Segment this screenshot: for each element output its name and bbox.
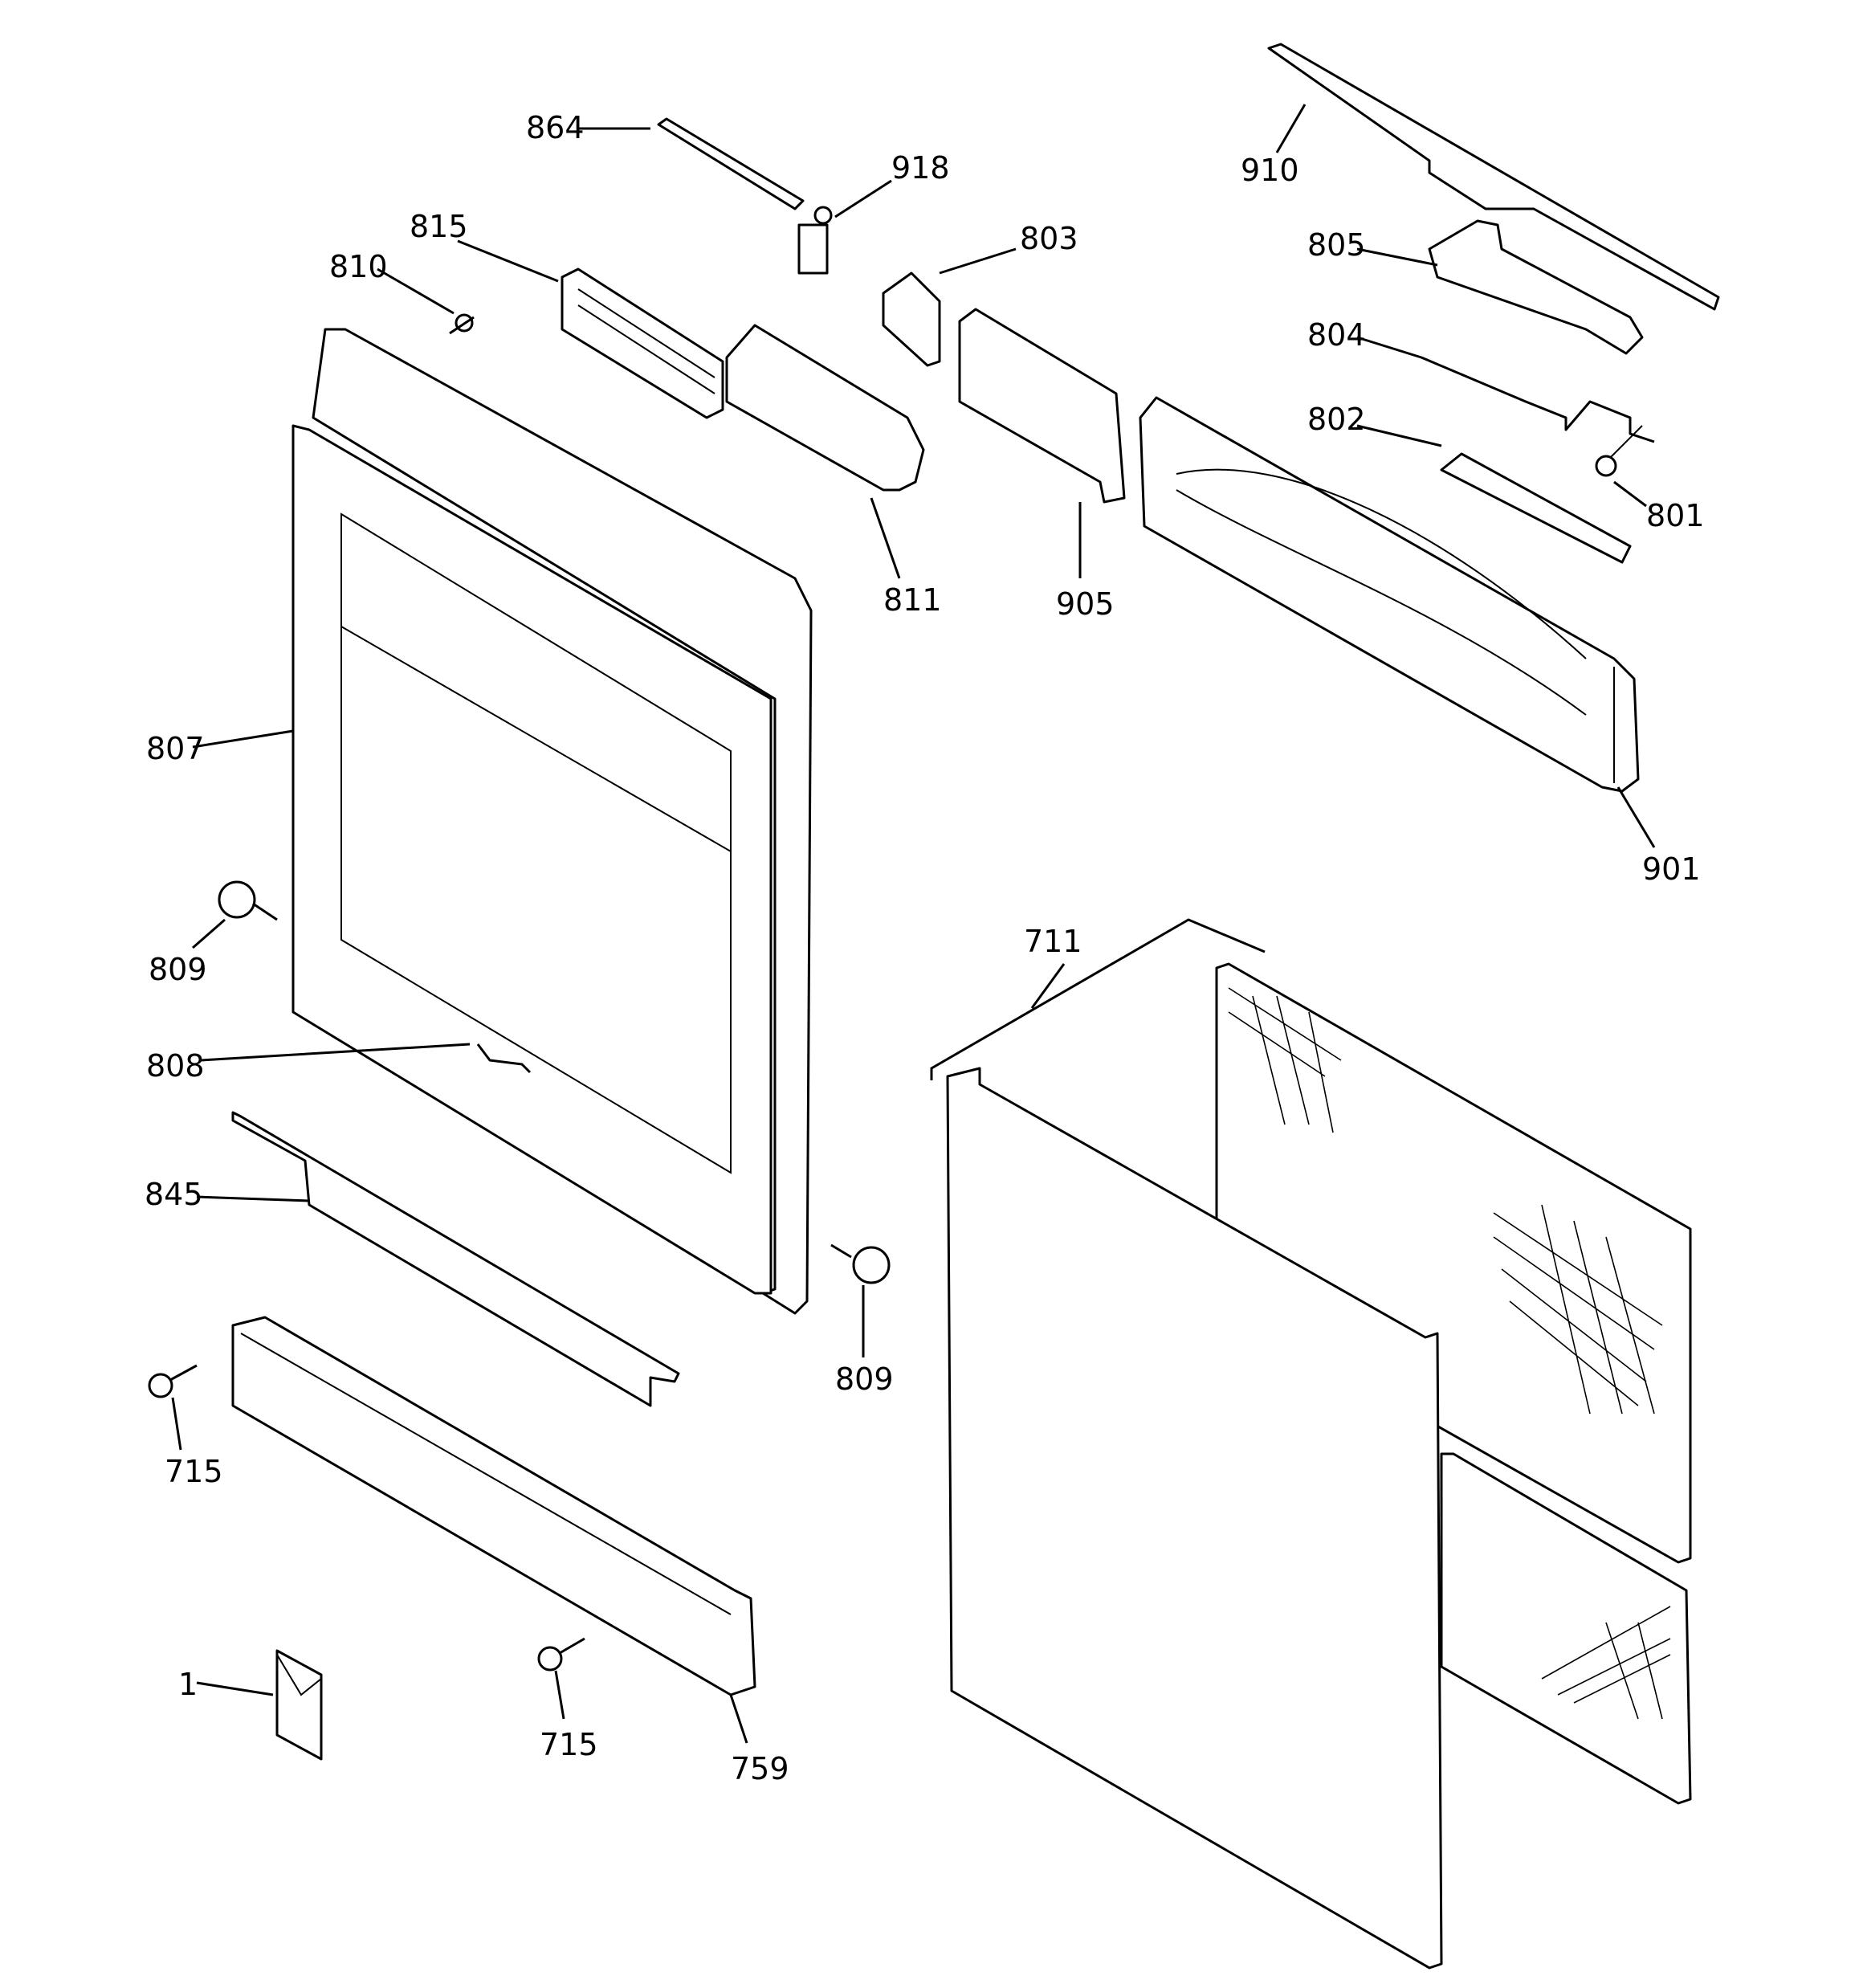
callout-711: 711 xyxy=(1024,924,1082,959)
callout-864: 864 xyxy=(526,110,585,145)
callout-labels: 864 918 910 815 810 803 805 804 802 801 … xyxy=(145,110,1705,1786)
callout-801: 801 xyxy=(1646,498,1705,533)
callout-901: 901 xyxy=(1642,851,1701,887)
callout-810: 810 xyxy=(329,249,388,284)
part-810-screw xyxy=(449,313,475,335)
part-910-bracket xyxy=(1267,43,1720,311)
part-811-housing xyxy=(725,324,925,492)
part-759-kick-plate xyxy=(231,1316,756,1696)
part-845-strip xyxy=(231,1111,680,1407)
part-901-control-panel xyxy=(1139,396,1640,793)
callout-1: 1 xyxy=(178,1667,198,1702)
callout-808: 808 xyxy=(146,1048,205,1084)
hatch-pattern xyxy=(1228,987,1671,1720)
part-802-clip xyxy=(1440,452,1632,564)
callout-910: 910 xyxy=(1241,153,1299,188)
part-905-control-board xyxy=(958,308,1126,504)
callout-803: 803 xyxy=(1020,221,1078,256)
part-711-panels xyxy=(930,918,1692,1970)
callout-759: 759 xyxy=(731,1751,789,1786)
part-801-spring xyxy=(1595,425,1643,477)
part-815-vent xyxy=(561,267,724,419)
callout-809-left: 809 xyxy=(149,952,207,987)
callout-809-right: 809 xyxy=(835,1361,894,1397)
callout-918: 918 xyxy=(891,150,950,186)
part-805-hinge-bracket xyxy=(1428,219,1644,355)
part-715-screw-bottom xyxy=(537,1637,585,1672)
callout-811: 811 xyxy=(883,582,942,618)
callout-805: 805 xyxy=(1307,227,1366,263)
callout-905: 905 xyxy=(1056,586,1115,622)
part-804-rod xyxy=(1421,356,1655,443)
callout-802: 802 xyxy=(1307,402,1366,437)
part-803-sensor xyxy=(882,271,941,367)
part-807-door-frame xyxy=(291,328,813,1315)
part-809-bumper-left xyxy=(218,880,278,921)
callout-804: 804 xyxy=(1307,317,1366,353)
callout-715-bottom: 715 xyxy=(540,1727,598,1762)
callout-815: 815 xyxy=(410,209,468,244)
part-715-screw-left xyxy=(148,1364,198,1398)
callout-845: 845 xyxy=(145,1177,203,1212)
part-918-switch xyxy=(797,206,833,275)
callout-715-left: 715 xyxy=(165,1454,223,1489)
part-809-bumper-right xyxy=(830,1243,891,1284)
part-808-latch-rod xyxy=(476,1043,532,1074)
part-1-literature xyxy=(275,1649,323,1761)
part-864-vent-strip xyxy=(657,117,805,210)
leader-lines xyxy=(171,104,1656,1744)
callout-807: 807 xyxy=(146,731,205,766)
